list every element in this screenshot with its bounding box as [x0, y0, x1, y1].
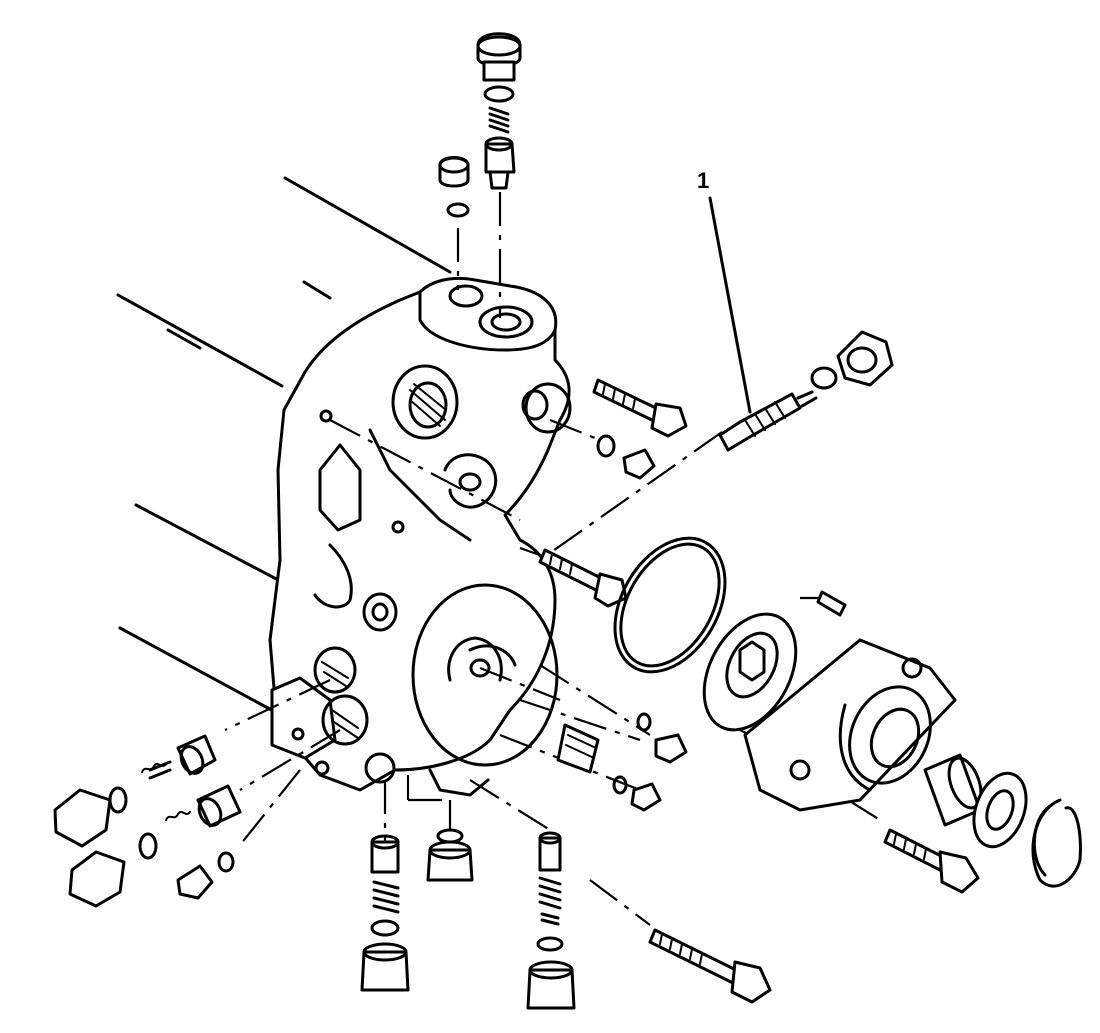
callout-label: 1 [697, 168, 709, 193]
bearing-seal-snapring [923, 753, 1082, 888]
seal-and-flange [613, 536, 957, 812]
relief-valve-assembly: 1 [697, 168, 894, 452]
middle-small-parts [556, 712, 688, 812]
left-lower-parts [53, 734, 242, 908]
top-plug-stack [438, 32, 522, 218]
bolts [538, 378, 980, 1004]
callout-leader-line [708, 196, 752, 414]
bottom-valve-stacks [360, 828, 576, 1010]
pump-cover-body [268, 276, 572, 797]
housing-background-lines [116, 176, 452, 722]
